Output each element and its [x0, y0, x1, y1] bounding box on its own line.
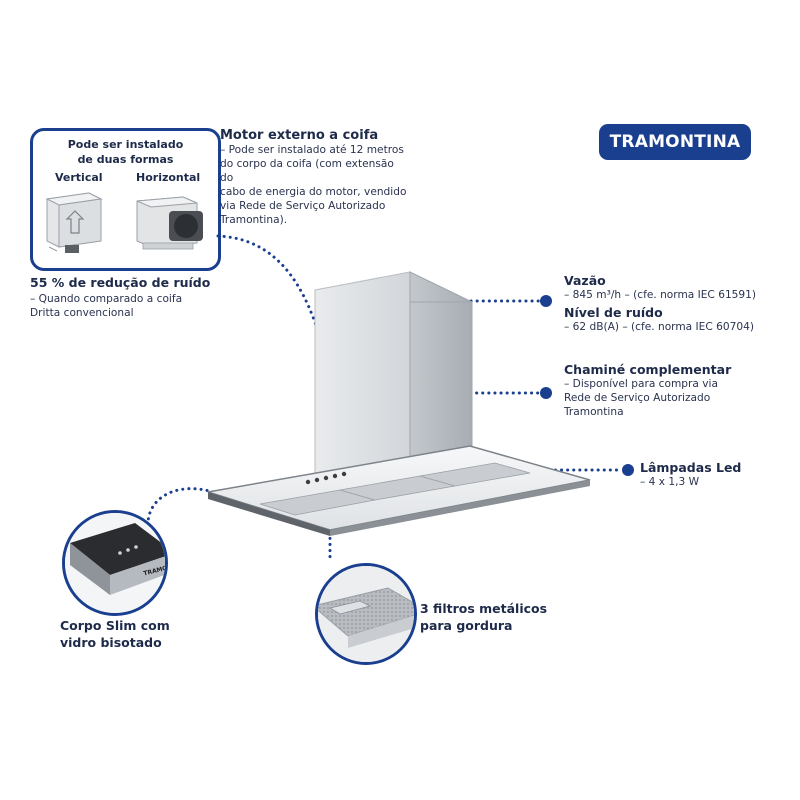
lamps-info: Lâmpadas Led – 4 x 1,3 W	[640, 460, 790, 489]
lamps-marker-dot	[622, 464, 634, 476]
connector-motor	[216, 234, 324, 347]
chimney-marker-dot	[540, 387, 552, 399]
noise-level-title: Nível de ruído	[564, 305, 663, 320]
noise-reduction-info: 55 % de redução de ruído – Quando compar…	[30, 275, 230, 320]
motor-title: Motor externo a coifa	[220, 128, 379, 143]
motor-line5: Tramontina).	[220, 214, 288, 226]
motor-line3: cabo de energia do motor, vendido	[220, 186, 407, 198]
lamps-title: Lâmpadas Led	[640, 460, 742, 475]
filters-line1: 3 filtros metálicos	[420, 601, 548, 616]
flow-value: – 845 m³/h – (cfe. norma IEC 61591)	[564, 289, 757, 301]
installation-options-box: Pode ser instalado de duas formas Vertic…	[30, 128, 221, 271]
installation-title-line2: de duas formas	[77, 153, 174, 166]
chimney-line2: Rede de Serviço Autorizado	[564, 392, 711, 404]
installation-title-line1: Pode ser instalado	[67, 138, 184, 151]
motor-info: Motor externo a coifa – Pode ser instala…	[220, 128, 410, 227]
filters-detail-image	[315, 563, 417, 665]
vertical-motor-image	[45, 192, 103, 253]
slim-body-info: Corpo Slim com vidro bisotado	[60, 617, 190, 651]
chimney-title: Chaminé complementar	[564, 362, 732, 377]
chimney-line1: – Disponível para compra via	[564, 378, 718, 390]
slim-body-detail-image: TRAMONTINA	[62, 510, 168, 616]
noise-reduction-line1: – Quando comparado a coifa	[30, 293, 183, 305]
noise-reduction-line2: Dritta convencional	[30, 307, 134, 319]
chimney-info: Chaminé complementar – Disponível para c…	[564, 362, 784, 419]
connector-slim	[146, 487, 215, 524]
lamps-value: – 4 x 1,3 W	[640, 476, 700, 488]
chimney-line3: Tramontina	[564, 406, 624, 418]
flow-marker-dot	[540, 295, 552, 307]
installation-box-title: Pode ser instalado de duas formas	[33, 137, 218, 167]
filters-info: 3 filtros metálicos para gordura	[420, 600, 580, 634]
noise-level-info: Nível de ruído – 62 dB(A) – (cfe. norma …	[564, 305, 784, 334]
motor-line1: – Pode ser instalado até 12 metros	[220, 144, 404, 156]
horizontal-motor-image	[136, 196, 203, 250]
motor-line4: via Rede de Serviço Autorizado	[220, 200, 386, 212]
filters-line2: para gordura	[420, 618, 513, 633]
brand-logo: TRAMONTINA	[599, 124, 751, 160]
range-hood-image	[207, 271, 591, 536]
noise-reduction-title: 55 % de redução de ruído	[30, 275, 211, 290]
vertical-label: Vertical	[55, 171, 103, 184]
flow-info: Vazão – 845 m³/h – (cfe. norma IEC 61591…	[564, 273, 784, 302]
flow-title: Vazão	[564, 273, 606, 288]
slim-body-line2: vidro bisotado	[60, 635, 162, 650]
motor-line2: do corpo da coifa (com extensão do	[220, 158, 394, 184]
slim-body-line1: Corpo Slim com	[60, 618, 170, 633]
noise-level-value: – 62 dB(A) – (cfe. norma IEC 60704)	[564, 321, 754, 333]
horizontal-label: Horizontal	[136, 171, 201, 184]
